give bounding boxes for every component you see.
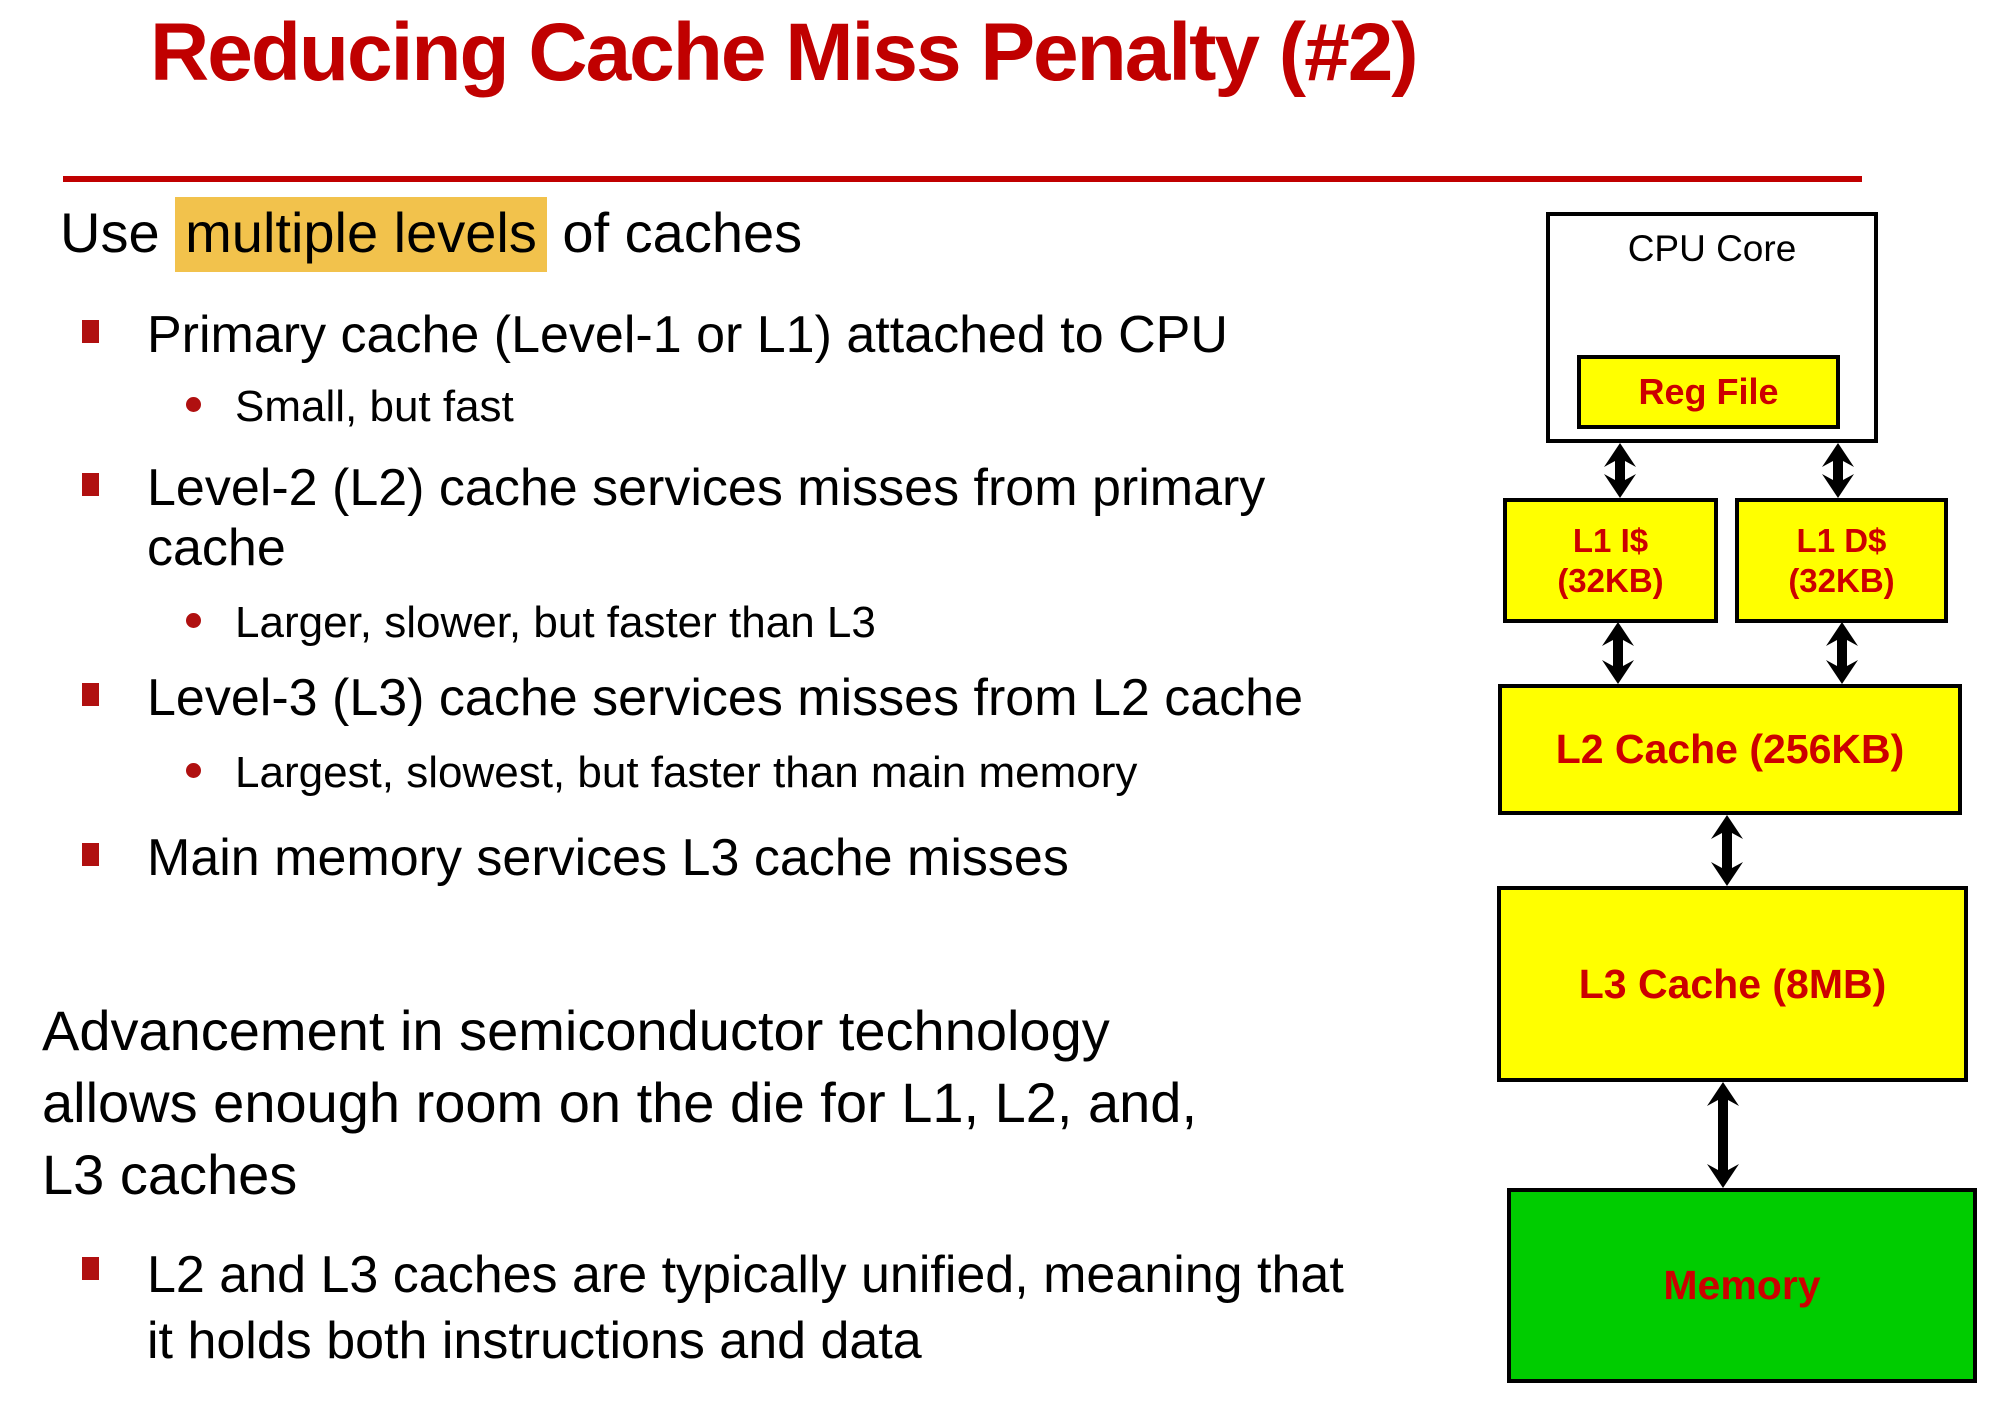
bullet-item: L2 and L3 caches are typically unified, … [82, 1242, 1344, 1374]
double-arrow-icon [1711, 815, 1743, 886]
l1-icache-box: L1 I$ (32KB) [1503, 498, 1718, 623]
l1-icache-label: L1 I$ (32KB) [1557, 521, 1664, 599]
l2-cache-label: L2 Cache (256KB) [1555, 726, 1905, 772]
sub-bullet-item: Larger, slower, but faster than L3 [186, 598, 876, 648]
bullet-square-icon [82, 320, 99, 343]
bullet-text: Primary cache (Level-1 or L1) attached t… [147, 306, 1228, 364]
reg-file-label: Reg File [1638, 371, 1779, 412]
bullet-square-icon [82, 1257, 99, 1280]
memory-label: Memory [1663, 1262, 1821, 1308]
sub-bullet-dot-icon [186, 397, 201, 412]
bullet-text: Level-2 (L2) cache services misses from … [147, 459, 1266, 577]
sub-bullet-text: Small, but fast [235, 382, 514, 431]
intro-post: of caches [546, 201, 803, 264]
bullet-item: Main memory services L3 cache misses [82, 828, 1069, 888]
l3-cache-label: L3 Cache (8MB) [1578, 960, 1887, 1007]
bullet-item: Primary cache (Level-1 or L1) attached t… [82, 305, 1228, 365]
cpu-core-label: CPU Core [1627, 228, 1797, 269]
double-arrow-icon [1604, 443, 1636, 498]
sub-bullet-dot-icon [186, 763, 201, 778]
double-arrow-icon [1822, 443, 1854, 498]
sub-bullet-item: Largest, slowest, but faster than main m… [186, 748, 1137, 798]
reg-file-box: Reg File [1577, 355, 1840, 429]
bullet-text: Main memory services L3 cache misses [147, 829, 1069, 887]
sub-bullet-dot-icon [186, 613, 201, 628]
double-arrow-icon [1826, 622, 1858, 684]
bullet-item: Level-3 (L3) cache services misses from … [82, 668, 1303, 728]
double-arrow-icon [1602, 622, 1634, 684]
sub-bullet-text: Largest, slowest, but faster than main m… [235, 748, 1138, 797]
double-arrow-icon [1707, 1082, 1739, 1188]
highlighted-phrase: multiple levels [175, 197, 547, 272]
sub-bullet-item: Small, but fast [186, 382, 514, 432]
bullet-text: L2 and L3 caches are typically unified, … [147, 1246, 1344, 1370]
title-underline [63, 176, 1862, 182]
l3-cache-box: L3 Cache (8MB) [1497, 886, 1968, 1082]
bullet-text: Level-3 (L3) cache services misses from … [147, 669, 1304, 727]
slide-title: Reducing Cache Miss Penalty (#2) [150, 7, 1419, 98]
l1-dcache-box: L1 D$ (32KB) [1735, 498, 1948, 623]
sub-bullet-text: Larger, slower, but faster than L3 [235, 598, 876, 647]
bullet-square-icon [82, 473, 99, 496]
paragraph: Advancement in semiconductor technology … [42, 999, 1197, 1206]
l2-cache-box: L2 Cache (256KB) [1498, 684, 1962, 815]
bullet-item: Level-2 (L2) cache services misses from … [82, 458, 1265, 578]
bullet-square-icon [82, 683, 99, 706]
memory-box: Memory [1507, 1188, 1977, 1383]
intro-line: Use multiple levels of caches [60, 197, 803, 272]
bullet-square-icon [82, 843, 99, 866]
intro-pre: Use [60, 201, 176, 264]
l1-dcache-label: L1 D$ (32KB) [1788, 521, 1895, 599]
